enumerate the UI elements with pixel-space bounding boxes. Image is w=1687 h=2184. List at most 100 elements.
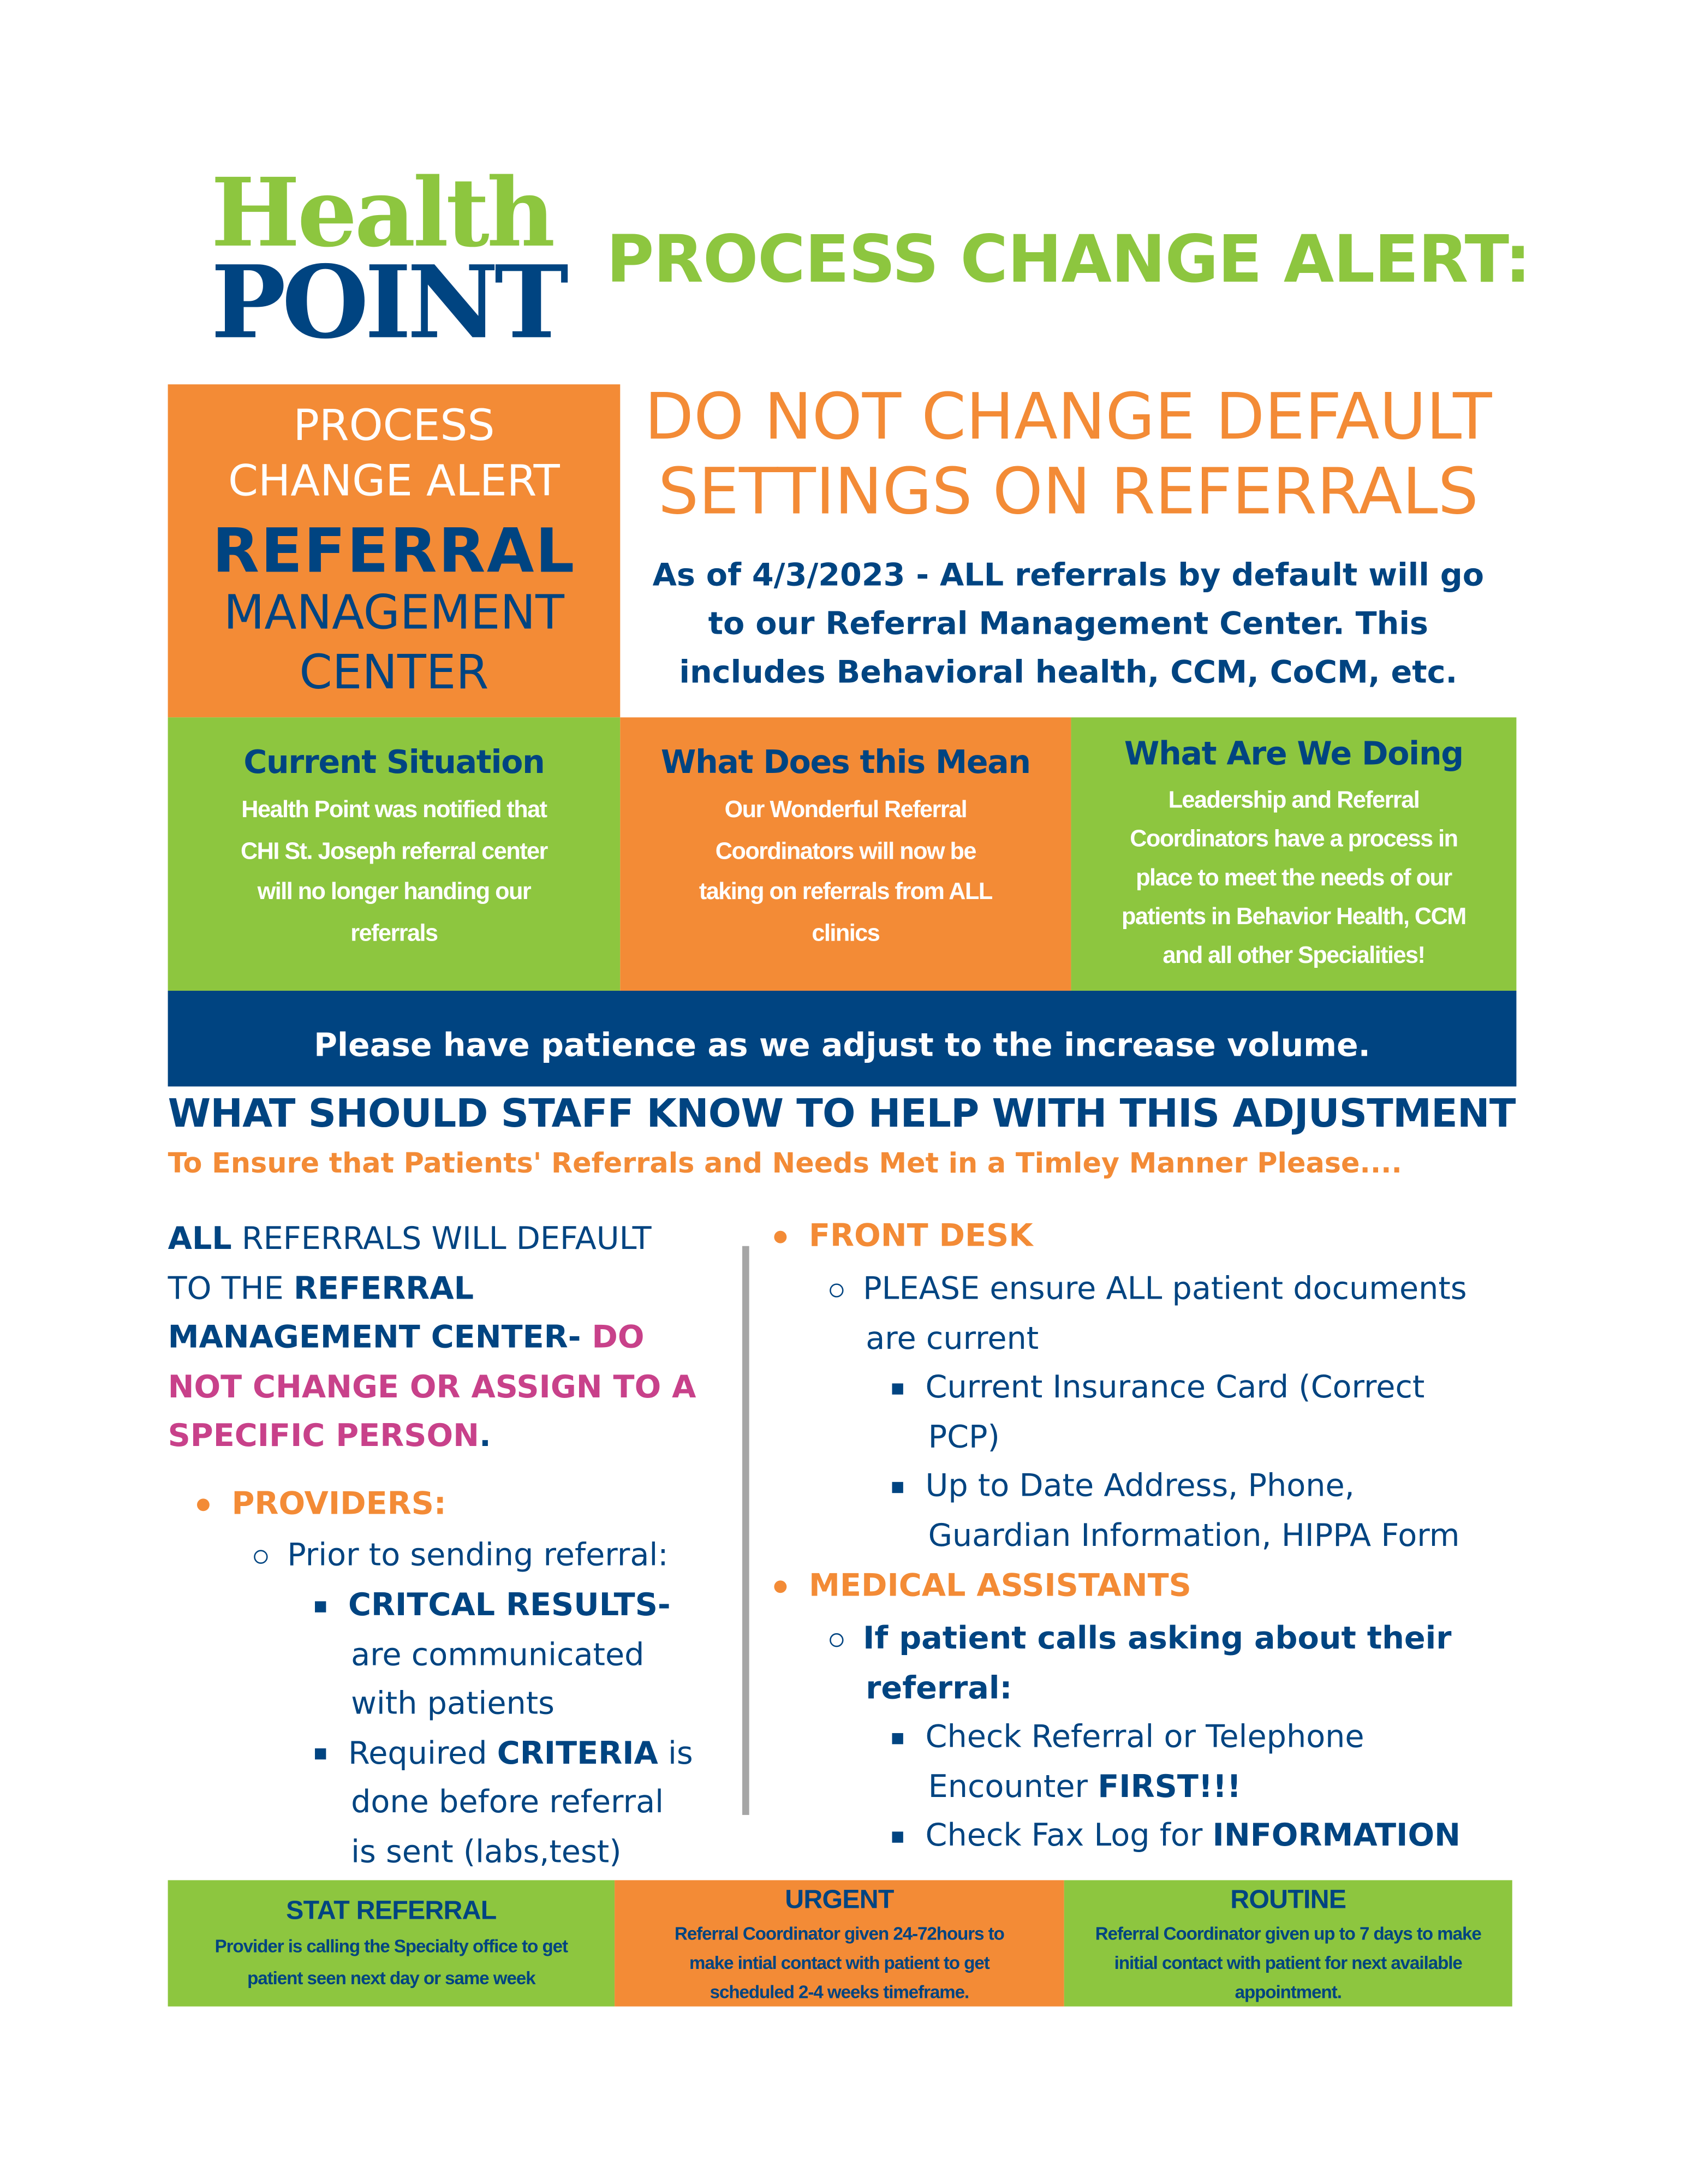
text-span: FIRST!!! [1098,1769,1242,1805]
intro-line: includes Behavioral health, CCM, CoCM, e… [679,654,1458,691]
column-current-situation: Current Situation Health Point was notif… [168,717,621,991]
text-span: Prior to sending referral: [287,1537,669,1574]
priority-line: Referral Coordinator given up to 7 days … [1095,1923,1482,1944]
text-span: REFERRAL [293,1270,474,1307]
column-line: CHI St. Joseph referral center [240,837,548,864]
text-span: . [479,1418,491,1455]
square-bullet-icon [315,1600,326,1612]
bullet-icon [774,1230,787,1243]
square-bullet-icon [892,1383,903,1394]
text-span: ALL [168,1221,232,1258]
column-line: taking on referrals from ALL [699,878,993,905]
column-what-are-we-doing: What Are We Doing Leadership and Referra… [1071,717,1517,991]
column-line: Leadership and Referral [1168,787,1420,813]
column-what-does-this-mean: What Does this Mean Our Wonderful Referr… [620,717,1071,991]
text-line: SPECIFIC PERSON. [168,1413,696,1462]
text-span: NOT CHANGE OR ASSIGN TO A [168,1369,696,1406]
staff-subheading: To Ensure that Patients' Referrals and N… [168,1146,1402,1180]
text-span: MEDICAL ASSISTANTS [808,1568,1191,1604]
text-span: PLEASE ensure ALL patient documents [863,1271,1467,1307]
text-span: Up to Date Address, Phone, [925,1468,1355,1505]
text-span: SPECIFIC PERSON [168,1418,479,1455]
column-line: Coordinators have a process in [1130,825,1458,852]
alert-line: MANAGEMENT [223,585,564,641]
priority-line: appointment. [1235,1981,1342,2003]
column-divider [742,1246,749,1815]
bullet-icon [774,1580,787,1593]
column-title: What Does this Mean [660,745,1031,782]
urgent-box: URGENT Referral Coordinator given 24-72h… [615,1880,1064,2007]
text-line: ALL REFERRALS WILL DEFAULT [168,1216,696,1265]
priority-line: Provider is calling the Specialty office… [214,1936,568,1957]
text-span: FRONT DESK [808,1218,1033,1254]
priority-line: initial contact with patient for next av… [1114,1952,1463,1973]
text-span: PROVIDERS: [231,1486,446,1522]
text-line: TO THE REFERRAL [168,1265,696,1314]
text-span: is sent (labs,test) [351,1834,622,1871]
alert-line: REFERRAL [212,516,576,587]
priority-line: Referral Coordinator given 24-72hours to [674,1923,1005,1944]
ma-calls-item: If patient calls asking about their refe… [830,1615,1451,1714]
text-span: with patients [351,1686,555,1723]
column-line: place to meet the needs of our [1136,864,1452,891]
priority-title: STAT REFERRAL [286,1896,497,1926]
text-span: Check Fax Log for [925,1818,1213,1854]
providers-heading: PROVIDERS: [196,1480,446,1530]
text-span: If patient calls asking about their [863,1621,1452,1657]
priority-line: scheduled 2-4 weeks timeframe. [710,1981,970,2003]
square-bullet-icon [892,1481,903,1493]
text-line: Check Referral or Telephone [892,1713,1461,1763]
text-span: Guardian Information, HIPPA Form [928,1518,1460,1554]
text-line: Current Insurance Card (Correct [892,1364,1460,1413]
text-line: Up to Date Address, Phone, [892,1463,1460,1512]
front-desk-heading: FRONT DESK [774,1213,1033,1262]
column-line: referrals [350,919,438,946]
text-span: CRITCAL RESULTS- [348,1587,671,1624]
ma-subitems: Check Referral or Telephone Encounter FI… [892,1713,1461,1861]
alert-box: PROCESS CHANGE ALERT REFERRAL MANAGEMENT… [168,384,621,718]
text-line: Check Fax Log for INFORMATION [892,1812,1461,1861]
priority-title: ROUTINE [1230,1885,1346,1915]
critical-results-item: CRITCAL RESULTS- are communicated with p… [315,1582,693,1878]
default-notice: ALL REFERRALS WILL DEFAULT TO THE REFERR… [168,1216,696,1462]
bullet-icon [196,1498,210,1511]
text-line: Encounter FIRST!!! [892,1763,1461,1812]
front-desk-items: PLEASE ensure ALL patient documents are … [830,1265,1467,1364]
text-span: Required [348,1735,497,1772]
logo-health: Health [211,158,555,270]
square-bullet-icon [892,1831,903,1842]
text-span: Current Insurance Card (Correct [925,1369,1425,1406]
priority-line: make intial contact with patient to get [689,1952,990,1973]
page-title: PROCESS CHANGE ALERT: [606,222,1531,299]
routine-box: ROUTINE Referral Coordinator given up to… [1064,1880,1512,2007]
intro-line: As of 4/3/2023 - ALL referrals by defaul… [652,557,1485,594]
patience-banner: Please have patience as we adjust to the… [168,990,1517,1087]
column-title: Current Situation [243,745,545,782]
text-line: CRITCAL RESULTS- [315,1582,693,1631]
alert-line: PROCESS [293,401,495,451]
text-span: is [658,1735,693,1772]
text-span: are communicated [351,1636,645,1673]
text-span: REFERRALS WILL DEFAULT [231,1221,652,1258]
text-span: PCP) [928,1419,1000,1455]
column-line: will no longer handing our [257,878,532,905]
staff-heading: WHAT SHOULD STAFF KNOW TO HELP WITH THIS… [168,1091,1516,1136]
medical-assistants-heading: MEDICAL ASSISTANTS [774,1562,1191,1611]
text-span: CRITERIA [497,1735,658,1772]
square-bullet-icon [315,1748,326,1760]
text-span: INFORMATION [1212,1818,1461,1854]
headline-line: DO NOT CHANGE DEFAULT [645,378,1492,454]
headline-line: SETTINGS ON REFERRALS [658,454,1479,529]
text-span: Encounter [928,1769,1098,1805]
logo-point: POINT [211,242,569,361]
alert-line: CENTER [299,645,489,701]
text-span: referral: [866,1670,1012,1706]
text-span: are current [866,1320,1039,1357]
circle-bullet-icon [830,1632,844,1647]
text-span: MANAGEMENT CENTER- [168,1319,592,1356]
alert-line: CHANGE ALERT [228,456,560,507]
text-span: TO THE [168,1270,294,1307]
stat-referral-box: STAT REFERRAL Provider is calling the Sp… [168,1880,615,2007]
circle-bullet-icon [830,1283,844,1297]
